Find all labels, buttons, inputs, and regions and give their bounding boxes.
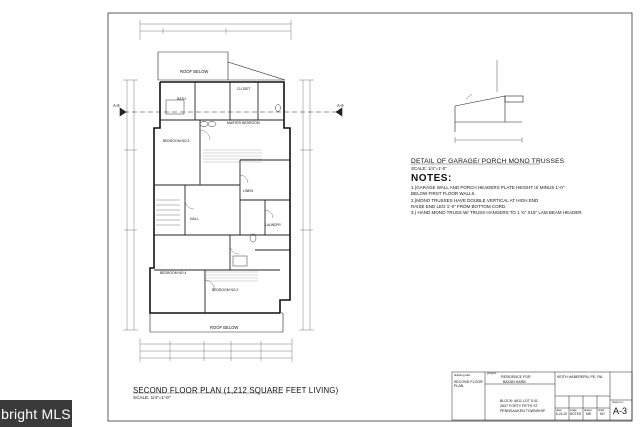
left-dimension-lines xyxy=(123,79,138,331)
closet-label: CLOSET xyxy=(237,87,251,91)
tb-sheet-number: A-3 xyxy=(613,406,628,416)
truss-detail xyxy=(454,60,524,143)
roof-below-bottom-label: ROOF BELOW xyxy=(210,325,239,330)
tb-location-line1: BLOCK: 4611 LOT 5.01 xyxy=(500,399,538,403)
tb-drawing-title: SECOND FLOOR PLAN xyxy=(454,380,483,389)
linen-label: LINEN xyxy=(243,189,253,193)
master-bedroom-label: MASTER BEDROOM xyxy=(227,121,260,125)
laundry-label: LAUNDRY xyxy=(265,223,282,227)
plan-scale: SCALE: 1/4"=1'-0" xyxy=(133,395,171,400)
tb-date: 6-23-20 xyxy=(556,412,567,416)
roof-below-top-label: ROOF BELOW xyxy=(180,69,209,74)
bedroom-4-label: BEDROOM NO.4 xyxy=(160,271,187,275)
tb-location-line3: PENNSAUKEN TOWNSHIP xyxy=(500,409,545,413)
tb-checked-label: chkd: xyxy=(598,408,605,412)
section-marker-left: A-6 xyxy=(113,103,120,108)
tb-project-line2: BAYAN HARB xyxy=(503,380,526,384)
note-boxes xyxy=(203,149,262,282)
tb-date-label: date: xyxy=(556,408,563,412)
tb-project-label: project: xyxy=(487,371,497,375)
note-line-2: BELOW FIRST FLOOR WALLS. xyxy=(411,191,476,196)
tb-sheet-label: sheet no.: xyxy=(612,400,625,404)
tb-drawing-title-label: drawing title: xyxy=(454,373,471,377)
tb-checked: KH xyxy=(600,412,605,416)
bedroom-3-label: BEDROOM NO.3 xyxy=(163,139,190,143)
exterior-walls xyxy=(149,81,291,314)
detail-title: DETAIL OF GARAGE/ PORCH MONO TRUSSES xyxy=(411,158,565,165)
bright-mls-watermark: bright MLS xyxy=(0,400,72,427)
hall-label: HALL xyxy=(190,217,199,221)
tb-scale-label: scale: xyxy=(570,408,578,412)
tb-drawn-label: drawn: xyxy=(584,408,593,412)
roof-top xyxy=(157,51,286,81)
door-swings xyxy=(184,129,274,290)
notes-heading: NOTES: xyxy=(411,173,452,184)
top-dimension-lines xyxy=(139,20,292,40)
plan-title: SECOND FLOOR PLAN (1,212 SQUARE FEET LIV… xyxy=(133,386,339,395)
right-dimension-lines xyxy=(299,79,314,331)
tb-project-line1: RESIDENCE FOR xyxy=(501,375,531,379)
note-line-3: 2.)MONO TRUSSES HAVE DOUBLE VERTICAL AT … xyxy=(411,198,539,203)
tb-engineer: KEITH HABERERN, PE, RA xyxy=(557,375,603,379)
tb-location-line2: 2637 FORTY FIFTH ST xyxy=(500,404,538,408)
detail-scale: SCALE: 1/4"=1'-0" xyxy=(411,166,447,171)
note-line-4: RAISE END LEG 1'-0" FROM BOTTOM CORD. xyxy=(411,204,507,209)
bath-fixtures xyxy=(165,99,281,267)
note-line-1: 1.)GARAGE WALL AND PORCH HEADERS PLATE H… xyxy=(411,185,565,190)
sheet-border xyxy=(107,12,633,422)
title-block-frame xyxy=(451,371,633,421)
stair xyxy=(156,199,180,226)
bottom-dimension-lines xyxy=(139,338,293,362)
note-line-5: 3.) HAND MONO TRUSS W/ TRUSS HANGERS TO … xyxy=(411,210,582,215)
tb-drawn: MB xyxy=(586,412,591,416)
section-cut-line xyxy=(119,107,343,117)
section-marker-right: A-6 xyxy=(337,103,344,108)
interior-walls xyxy=(154,82,290,313)
bedroom-2-label: BEDROOM NO.2 xyxy=(212,288,239,292)
tb-scale: NOTED xyxy=(570,412,582,416)
bath-label: BATH xyxy=(177,97,186,101)
